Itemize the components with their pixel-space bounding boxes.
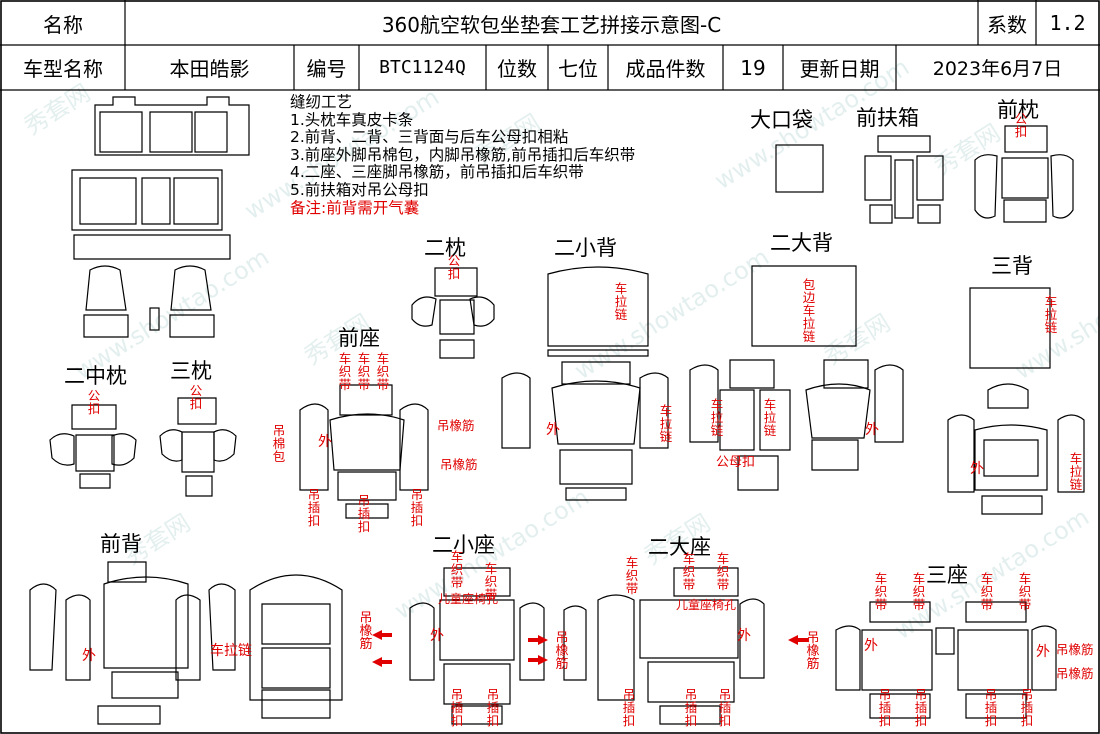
section-third-seat: 三座 [926, 563, 968, 587]
section-second-mid-pillow: 二中枕 [64, 364, 127, 388]
label-kong: 儿童座椅孔 [438, 592, 499, 606]
label-chezhidai: 车织带 [625, 555, 639, 596]
label-diaoxiangjin: 吊橡筋 [359, 611, 373, 652]
label-chezhidai: 车织带 [716, 551, 730, 592]
label-diaoxiangjin: 吊橡筋 [806, 631, 820, 672]
label-gongkou: 公扣 [189, 383, 203, 411]
note-line: 5.前扶箱对吊公母扣 [290, 180, 429, 199]
section-front-back: 前背 [100, 532, 142, 556]
label-chezhidai: 车织带 [980, 571, 994, 612]
label-wai: 外 [82, 648, 96, 664]
label-gongmukou: 公母扣 [716, 455, 756, 470]
label-diaochakou: 吊插扣 [307, 487, 321, 528]
label-diaochakou: 吊插扣 [622, 687, 636, 728]
section-second-small-back: 二小背 [554, 236, 617, 260]
section-front-armrest: 前扶箱 [856, 106, 919, 130]
label-chezhidai: 车织带 [874, 571, 888, 612]
section-third-back: 三背 [991, 254, 1033, 278]
label-chelalian: 车拉链 [1069, 451, 1083, 492]
label-wai: 外 [546, 422, 560, 438]
label-chezhidai: 车织带 [338, 351, 352, 392]
label-chelalian: 车拉链 [659, 403, 673, 444]
label-diaoxiangjin: 吊橡筋 [437, 418, 475, 433]
label-wai: 外 [737, 628, 751, 644]
code-value: BTC1124Q [379, 57, 466, 78]
pieces-value: 19 [740, 55, 766, 80]
label-diaoxiangjin: 吊橡筋 [1056, 666, 1094, 681]
label-wai: 外 [1036, 644, 1050, 660]
label-gongkou: 公扣 [447, 253, 461, 281]
label-chelalian: 车拉链 [763, 397, 777, 438]
pieces-label: 成品件数 [625, 57, 706, 81]
note-line: 3.前座外脚吊棉包，内脚吊橡筋,前吊插扣后车织带 [290, 145, 636, 164]
label-wai: 外 [430, 628, 444, 644]
date-label: 更新日期 [799, 57, 880, 81]
label-wai: 外 [970, 461, 984, 477]
label-diaochakou: 吊插扣 [357, 493, 371, 534]
date-value: 2023年6月7日 [932, 58, 1063, 80]
section-third-pillow: 三枕 [170, 359, 212, 383]
model-label: 车型名称 [23, 57, 103, 81]
label-chezhidai: 车织带 [682, 551, 696, 592]
label-diaochakou: 吊插扣 [984, 687, 998, 728]
label-chezhidai: 车织带 [450, 549, 464, 590]
coef-value: 1.2 [1049, 11, 1086, 35]
seats-value: 七位 [558, 57, 598, 81]
sheet-title: 360航空软包坐垫套工艺拼接示意图-C [381, 12, 722, 37]
label-diaochakou: 吊插扣 [878, 687, 892, 728]
section-front-pillow: 前枕 [997, 98, 1039, 122]
label-diaoxiangjin: 吊橡筋 [440, 457, 478, 472]
label-wai: 外 [864, 638, 878, 654]
note-line: 1.头枕车真皮卡条 [290, 110, 414, 129]
sewing-notes: 缝纫工艺 1.头枕车真皮卡条 2.前背、二背、三背面与后车公母扣相粘 3.前座外… [290, 93, 636, 217]
label-gongkou: 公扣 [87, 388, 101, 416]
section-second-big-back: 二大背 [770, 231, 833, 255]
section-second-small-seat: 二小座 [432, 533, 495, 557]
label-diaochakou: 吊插扣 [718, 687, 732, 728]
label-chelalian: 车拉链 [710, 397, 724, 438]
label-diaochakou: 吊插扣 [1020, 687, 1034, 728]
seats-label: 位数 [497, 57, 537, 81]
section-big-pocket: 大口袋 [750, 108, 813, 132]
label-diaoxiangjin: 吊橡筋 [1056, 642, 1094, 657]
model-value: 本田皓影 [169, 57, 250, 81]
label-gongkou: 公扣 [1014, 111, 1028, 139]
section-second-pillow: 二枕 [424, 236, 466, 260]
note-remark: 备注:前背需开气囊 [290, 198, 420, 217]
name-label: 名称 [43, 12, 83, 37]
label-kong: 儿童座椅孔 [676, 598, 737, 612]
section-second-big-seat: 二大座 [648, 535, 711, 559]
label-diaochakou: 吊插扣 [684, 687, 698, 728]
label-chelalian: 车拉链 [1044, 294, 1058, 335]
label-chezhidai: 车织带 [357, 351, 371, 392]
label-diaomianbao: 吊棉包 [272, 423, 286, 464]
label-diaochakou: 吊插扣 [486, 687, 500, 728]
label-chelalian: 车拉链 [210, 643, 252, 659]
label-wai: 外 [865, 422, 879, 438]
label-diaochakou: 吊插扣 [914, 687, 928, 728]
section-front-seat: 前座 [338, 326, 380, 350]
label-chezhidai: 车织带 [484, 561, 498, 602]
label-chelalian: 车拉链 [614, 281, 628, 322]
notes-heading: 缝纫工艺 [290, 93, 353, 111]
note-line: 4.二座、三座脚吊橡筋，前吊插扣后车织带 [290, 163, 584, 182]
code-label: 编号 [306, 57, 347, 81]
label-diaoxiangjin: 吊橡筋 [555, 631, 569, 672]
note-line: 2.前背、二背、三背面与后车公母扣相粘 [290, 128, 569, 147]
label-diaochakou: 吊插扣 [450, 687, 464, 728]
label-chezhidai: 车织带 [376, 351, 390, 392]
label-baobianchelalian: 包边车拉链 [802, 277, 816, 344]
label-wai: 外 [318, 434, 332, 450]
label-chezhidai: 车织带 [1018, 571, 1032, 612]
coef-label: 系数 [987, 12, 1027, 37]
label-diaochakou: 吊插扣 [410, 487, 424, 528]
label-chezhidai: 车织带 [912, 571, 926, 612]
